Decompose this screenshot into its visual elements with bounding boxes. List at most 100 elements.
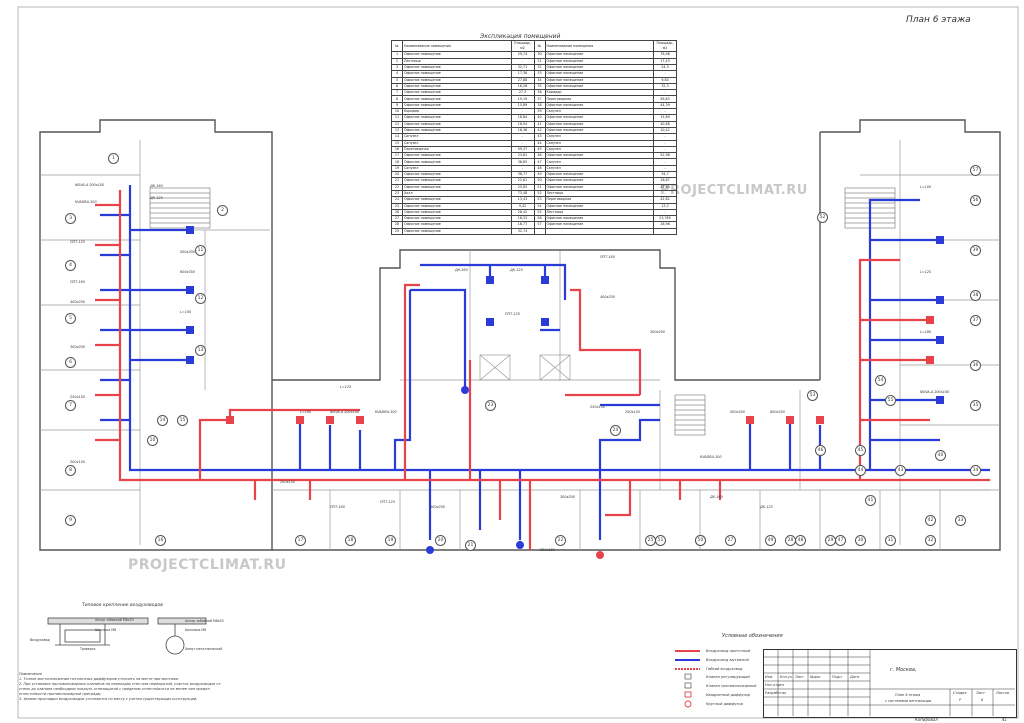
title-block-grid: [763, 649, 1015, 716]
explication-cell: 40,88: [653, 120, 677, 128]
title-block: [763, 649, 1017, 718]
explication-cell: -: [653, 108, 677, 116]
mount-label: Шпилька М8: [185, 628, 207, 632]
room-number: 9: [65, 515, 76, 526]
duct-size-label: 250x150: [70, 395, 85, 399]
room-number: 54: [875, 375, 886, 386]
room-number: 24: [610, 425, 621, 436]
explication-cell: 3: [391, 63, 403, 72]
room-number: 13: [195, 345, 206, 356]
room-number: 43: [895, 465, 906, 476]
tb-stage: Р: [959, 698, 962, 702]
mount-label: Анкер забивной М8x30: [185, 619, 224, 623]
explication-cell: 41: [533, 120, 546, 128]
supply-ducts: [95, 190, 990, 550]
explication-header-cell: Наименование помещения: [402, 39, 512, 53]
duct-size-label: L=100: [920, 185, 932, 189]
duct-size-label: 400x250: [430, 505, 445, 509]
room-number: 15: [177, 415, 188, 426]
room-number: 40: [935, 450, 946, 461]
room-number: 42: [925, 515, 936, 526]
tb-sheet: 6: [981, 698, 984, 702]
tb-left-label: Кол.уч.: [780, 675, 794, 679]
room-number: 35: [970, 400, 981, 411]
tb-city: г. Москва,: [890, 667, 917, 673]
tb-drawing-name: с системами вентиляции: [885, 699, 932, 703]
mount-label: Траверса: [80, 647, 96, 651]
legend-item: Клапан противопожарный: [706, 684, 757, 688]
room-number: 14: [157, 415, 168, 426]
explication-cell: 4: [391, 70, 403, 78]
tb-drawing-name: План 6 этажа: [895, 693, 921, 697]
tb-col-sheets: Листов: [996, 691, 1010, 695]
explication-cell: 35: [533, 82, 546, 91]
room-number: 23: [485, 400, 496, 411]
duct-size-label: NOVA-A 200x100: [75, 183, 105, 187]
explication-cell: 11: [391, 114, 403, 122]
room-number: 8: [65, 465, 76, 476]
room-number: 50: [695, 535, 706, 546]
explication-cell: 8: [391, 95, 403, 103]
duct-size-label: L=100: [180, 310, 192, 314]
room-number: 33: [955, 515, 966, 526]
legend-item: Клапан регулирующий: [706, 675, 750, 679]
duct-size-label: 400x250: [70, 300, 85, 304]
explication-cell: 32: [533, 63, 546, 72]
duct-size-label: ДК-160: [710, 495, 723, 499]
explication-header-cell: Наименование помещения: [544, 39, 654, 53]
mount-label: Анкер забивной М8x30: [95, 618, 134, 622]
room-number: 46: [815, 445, 826, 456]
explication-cell: 7: [391, 89, 403, 97]
room-number: 49: [765, 535, 776, 546]
room-number: 37: [970, 315, 981, 326]
explication-title: Экспликация помещений: [480, 33, 561, 40]
duct-size-label: ППТ-125: [505, 312, 520, 316]
room-number: 18: [345, 535, 356, 546]
mount-label: Воздуховод: [30, 638, 50, 642]
room-number: 32: [925, 535, 936, 546]
tb-left-label: Подп.: [832, 675, 843, 679]
mount-label: Шпилька М8: [95, 628, 117, 632]
diffusers: [186, 226, 944, 559]
duct-size-label: ДК-125: [510, 268, 523, 272]
room-number: 19: [385, 535, 396, 546]
explication-cell: 29: [391, 227, 403, 236]
notes-line: стены до клапана необходимо покрыть огне…: [19, 687, 210, 691]
duct-size-label: KVADRA-300: [700, 455, 722, 459]
room-number: 55: [885, 395, 896, 406]
tb-left-label: Разработал: [765, 691, 787, 695]
explication-cell: [653, 227, 677, 236]
tb-left-label: Изм.: [765, 675, 774, 679]
explication-header-cell: Площадь, м2: [510, 39, 535, 53]
legend-title: Условные обозначения: [722, 633, 783, 639]
tb-page-number: 41: [1002, 717, 1008, 722]
duct-size-label: ППТ-160: [600, 255, 615, 259]
explication-cell: -: [653, 89, 677, 97]
room-number: 10: [147, 435, 158, 446]
duct-size-label: 600x350: [770, 410, 785, 414]
tb-col-sheet: Лист: [976, 691, 985, 695]
explication-cell: 24,3: [653, 63, 677, 72]
notes-line: 3. Уровни прокладки воздуховодов уточняю…: [19, 697, 198, 701]
duct-size-label: L=160: [920, 330, 932, 334]
room-number: 41: [865, 495, 876, 506]
stair-left: [149, 187, 211, 229]
room-number: 44: [855, 465, 866, 476]
duct-size-label: 250x150: [540, 548, 555, 552]
sheet-frame: [17, 6, 1019, 719]
duct-size-label: 300x200: [70, 345, 85, 349]
room-number: 20: [435, 535, 446, 546]
duct-size-label: L=160: [300, 410, 312, 414]
explication-cell: 58,63: [653, 95, 677, 103]
notes: Примечания 1. Точное местоположение пото…: [19, 672, 319, 702]
